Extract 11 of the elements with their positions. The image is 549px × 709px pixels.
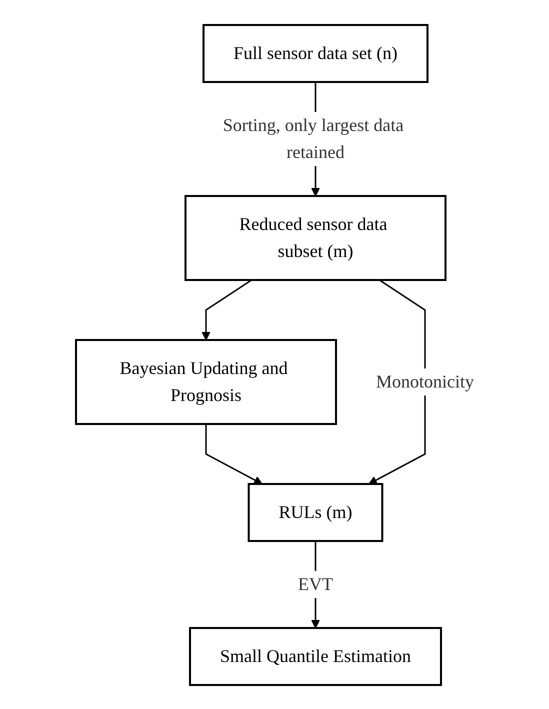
node-box: Reduced sensor data subset (m): [184, 194, 446, 280]
node-box: RULs (m): [247, 482, 383, 542]
edge-label: Monotonicity: [376, 371, 474, 391]
edge-label: EVT: [298, 574, 332, 594]
arrow: [368, 278, 426, 484]
node-box: Bayesian Updating and Prognosis: [74, 338, 336, 424]
node-box: Small Quantile Estimation: [188, 626, 442, 686]
node-box: Full sensor data set (n): [202, 24, 428, 82]
arrow: [201, 278, 252, 340]
edge-label: Sorting, only largest data retained: [222, 114, 404, 162]
arrow: [204, 424, 262, 484]
